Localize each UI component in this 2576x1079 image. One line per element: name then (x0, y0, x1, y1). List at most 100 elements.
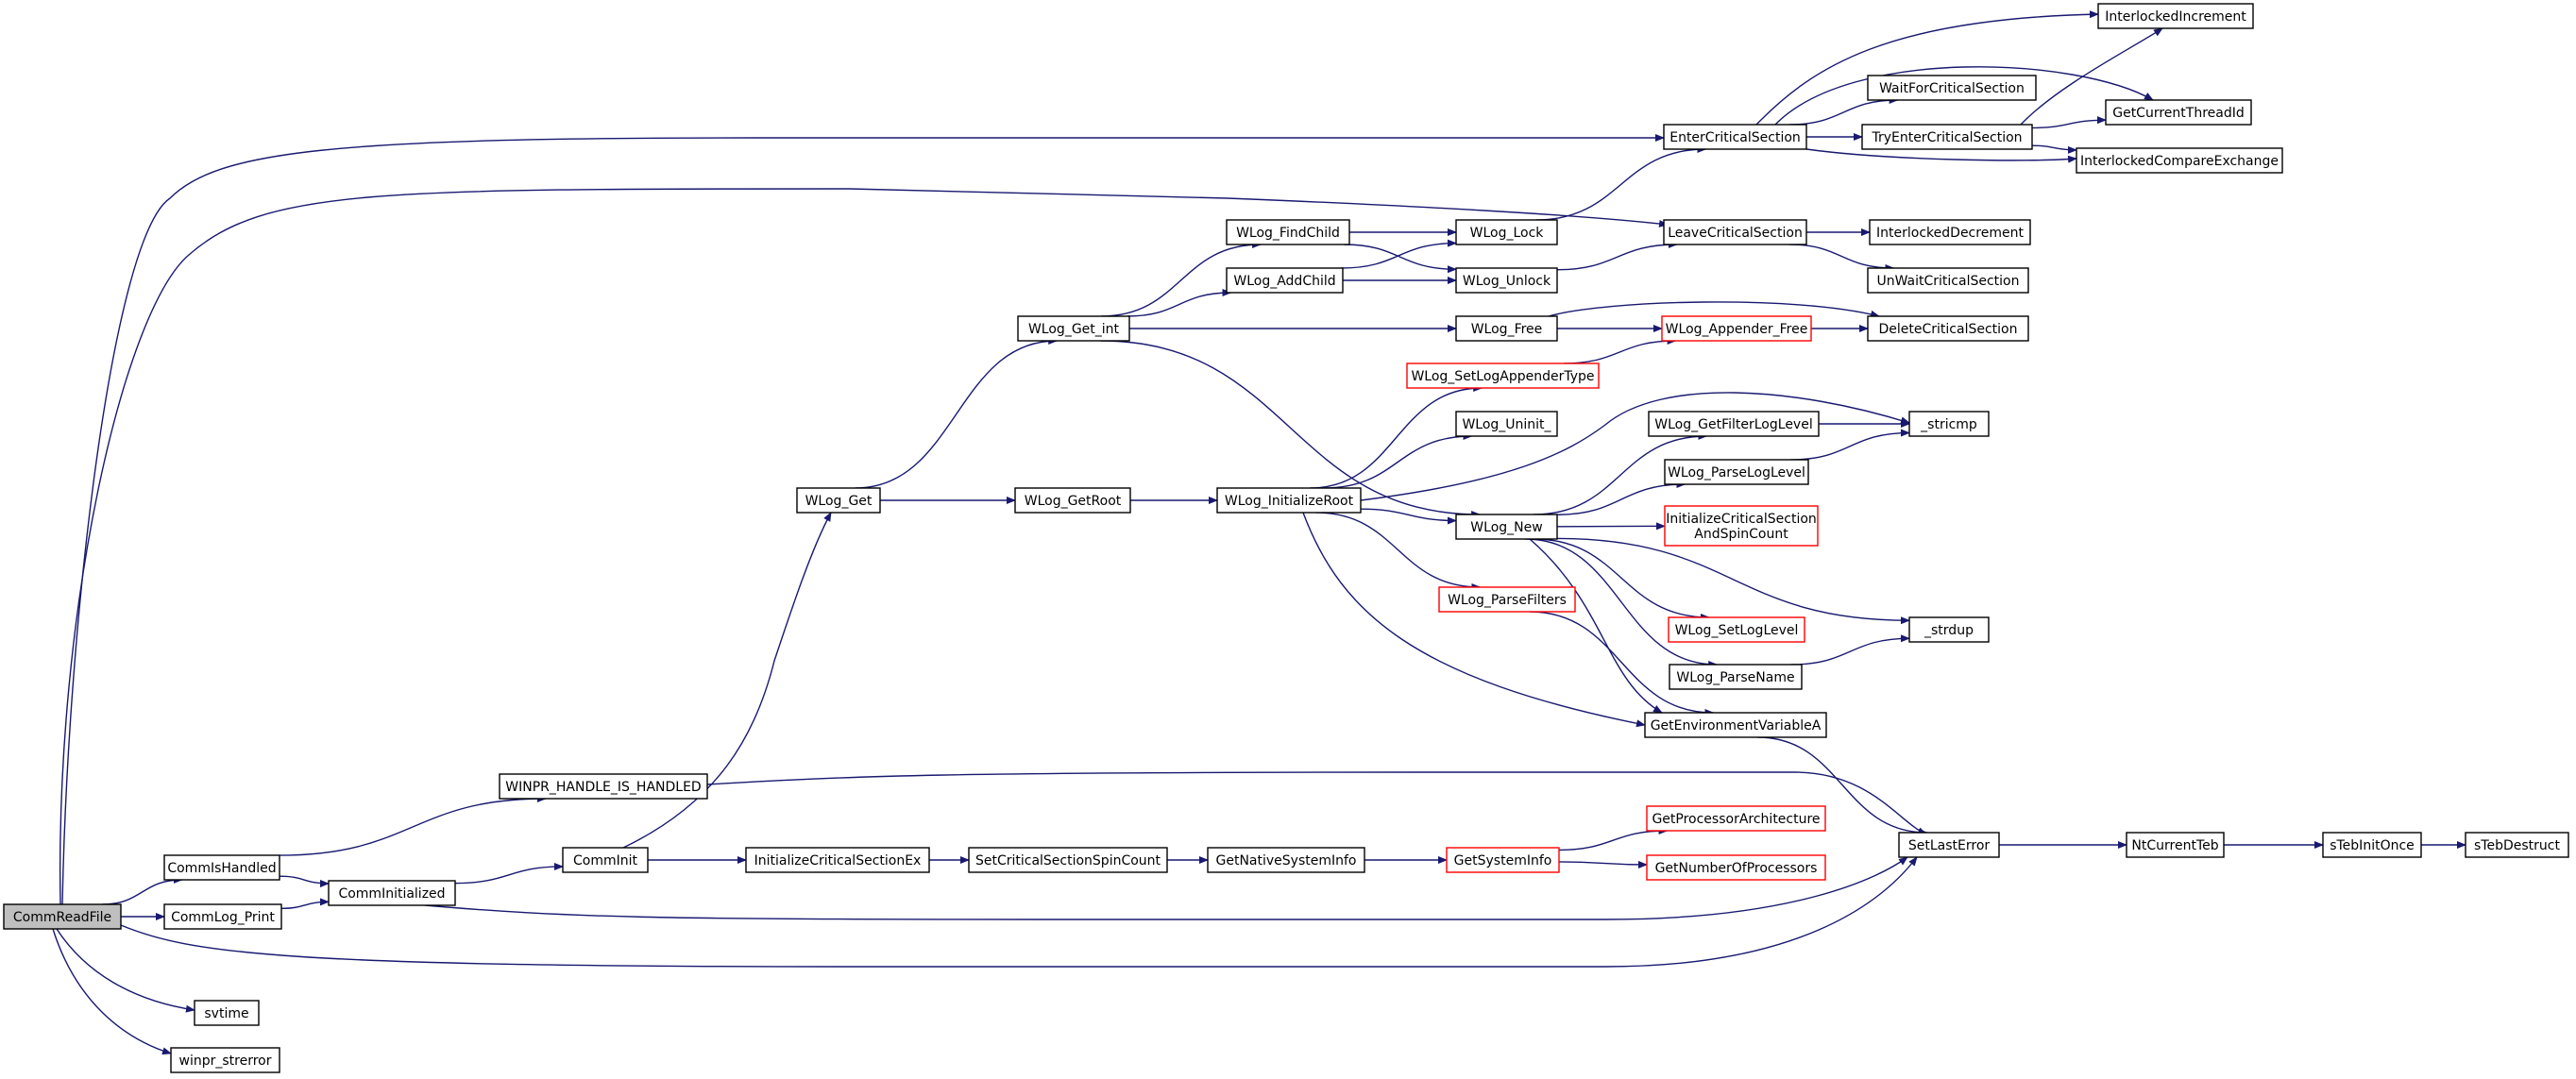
node-setcriticalsectionspincount[interactable]: SetCriticalSectionSpinCount (968, 847, 1168, 873)
node-strdup[interactable]: _strdup (1908, 616, 1990, 643)
node-unwaitcriticalsection[interactable]: UnWaitCriticalSection (1867, 267, 2029, 294)
node-wlog-initializeroot[interactable]: WLog_InitializeRoot (1216, 487, 1362, 514)
node-box (562, 847, 649, 873)
node-wlog-new[interactable]: WLog_New (1455, 514, 1558, 540)
node-leavecriticalsection[interactable]: LeaveCriticalSection (1663, 219, 1807, 245)
node-box (1867, 267, 2029, 294)
node-box (1664, 459, 1809, 485)
node-label: WLog_Free (1471, 322, 1543, 337)
node-stebdestruct[interactable]: sTebDestruct (2465, 832, 2569, 858)
node-box (1867, 315, 2029, 342)
node-initializecriticalsectionex[interactable]: InitializeCriticalSectionEx (745, 847, 930, 873)
edge-WLog_Lock-to-EnterCriticalSection (1535, 145, 1707, 221)
node-label: AndSpinCount (1694, 527, 1788, 542)
node-label: GetEnvironmentVariableA (1651, 718, 1822, 733)
node-label: UnWaitCriticalSection (1876, 274, 2019, 289)
node-commreadfile[interactable]: CommReadFile (3, 903, 122, 930)
edge-WLog_InitializeRoot-to-WLog_Uninit_ (1323, 432, 1473, 489)
edge-WLog_New-to-WLog_ParseLogLevel (1556, 480, 1686, 515)
node-label: WLog_SetLogAppenderType (1411, 369, 1594, 384)
node-wlog-uninit[interactable]: WLog_Uninit_ (1455, 411, 1558, 437)
node-interlockeddecrement[interactable]: InterlockedDecrement (1869, 219, 2031, 245)
node-winpr-strerror[interactable]: winpr_strerror (170, 1047, 280, 1073)
node-label: _strdup (1924, 623, 1974, 638)
node-label: CommIsHandled (167, 861, 276, 876)
edge-WLog_SetLogAppenderType-to-WLog_Appender_Free (1563, 337, 1677, 364)
node-wlog-setlogappendertype[interactable]: WLog_SetLogAppenderType (1406, 362, 1600, 389)
node-label: WLog_GetRoot (1025, 494, 1122, 509)
node-box (1455, 315, 1558, 342)
edge-WLog_Get_int-to-WLog_AddChild (1127, 289, 1232, 317)
node-tryentercriticalsection[interactable]: TryEnterCriticalSection (1861, 124, 2033, 150)
node-wlog-parseloglevel[interactable]: WLog_ParseLogLevel (1664, 459, 1809, 485)
node-wlog-get-int[interactable]: WLog_Get_int (1017, 315, 1130, 342)
node-wlog-parsefilters[interactable]: WLog_ParseFilters (1438, 586, 1576, 613)
node-wlog-lock[interactable]: WLog_Lock (1455, 219, 1558, 245)
node-comminit[interactable]: CommInit (562, 847, 649, 873)
node-label: InitializeCriticalSection (1666, 512, 1817, 527)
node-getenvironmentvariablea[interactable]: GetEnvironmentVariableA (1644, 712, 1827, 738)
node-wlog-get[interactable]: WLog_Get (796, 487, 881, 514)
edge-WLog_FindChild-to-WLog_Unlock (1344, 244, 1457, 274)
node-label: WLog_ParseName (1676, 670, 1794, 685)
node-commishandled[interactable]: CommIsHandled (163, 854, 280, 881)
node-wlog-getfilterloglevel[interactable]: WLog_GetFilterLogLevel (1648, 411, 1820, 437)
node-getnumberofprocessors[interactable]: GetNumberOfProcessors (1646, 854, 1826, 881)
node-deletecriticalsection[interactable]: DeleteCriticalSection (1867, 315, 2029, 342)
node-box (1455, 411, 1558, 437)
node-label: CommInitialized (338, 886, 445, 902)
node-box (328, 880, 456, 906)
edge-CommReadFile-to-winpr_strerror (52, 928, 172, 1055)
node-wlog-getroot[interactable]: WLog_GetRoot (1014, 487, 1131, 514)
node-label: InterlockedCompareExchange (2080, 154, 2279, 169)
edge-WLog_InitializeRoot-to-WLog_SetLogAppenderType (1310, 384, 1483, 489)
edge-WLog_ParseName-to-_strdup (1790, 634, 1910, 666)
edge-WLog_AddChild-to-WLog_Lock (1341, 239, 1457, 269)
node-getcurrentthreadid[interactable]: GetCurrentThreadId (2105, 99, 2252, 126)
node-comminitialized[interactable]: CommInitialized (328, 880, 456, 906)
edge-WLog_New-to-WLog_GetFilterLogLevel (1534, 432, 1708, 515)
node-label: CommLog_Print (171, 910, 275, 925)
edge-WLog_New-to-WLog_SetLogLevel (1534, 538, 1710, 621)
edge-CommInit-to-WLog_Get (622, 512, 832, 849)
node-label: WLog_Appender_Free (1666, 322, 1808, 337)
node-wlog-free[interactable]: WLog_Free (1455, 315, 1558, 342)
node-label: WLog_Unlock (1463, 274, 1551, 289)
node-box (1438, 586, 1576, 613)
node-wlog-unlock[interactable]: WLog_Unlock (1455, 267, 1558, 294)
node-wlog-appender-free[interactable]: WLog_Appender_Free (1661, 315, 1812, 342)
node-box (1406, 362, 1600, 389)
node-interlockedincrement[interactable]: InterlockedIncrement (2097, 3, 2254, 29)
node-label: svtime (204, 1006, 248, 1021)
node-getnativesysteminfo[interactable]: GetNativeSystemInfo (1207, 847, 1365, 873)
node-box (1455, 514, 1558, 540)
node-wlog-findchild[interactable]: WLog_FindChild (1226, 219, 1350, 245)
node-stebinitonce[interactable]: sTebInitOnce (2322, 832, 2422, 858)
node-box (1661, 315, 1812, 342)
edge-WLog_New-to-WLog_ParseName (1525, 538, 1719, 668)
node-wlog-setloglevel[interactable]: WLog_SetLogLevel (1668, 616, 1805, 643)
node-stricmp[interactable]: _stricmp (1908, 411, 1990, 437)
node-entercriticalsection[interactable]: EnterCriticalSection (1663, 124, 1807, 150)
node-interlockedcompareexchange[interactable]: InterlockedCompareExchange (2076, 147, 2283, 174)
node-commlog-print[interactable]: CommLog_Print (163, 903, 282, 930)
node-wlog-addchild[interactable]: WLog_AddChild (1226, 267, 1344, 294)
node-box (1226, 219, 1350, 245)
node-ntcurrentteb[interactable]: NtCurrentTeb (2126, 832, 2225, 858)
node-wlog-parsename[interactable]: WLog_ParseName (1669, 664, 1803, 690)
node-svtime[interactable]: svtime (194, 1000, 260, 1026)
node-winpr-handle-is-handled[interactable]: WINPR_HANDLE_IS_HANDLED (499, 773, 708, 800)
node-getprocessorarchitecture[interactable]: GetProcessorArchitecture (1646, 805, 1826, 832)
node-setlasterror[interactable]: SetLastError (1898, 832, 2000, 858)
node-box (1017, 315, 1130, 342)
node-label: sTebDestruct (2474, 838, 2560, 853)
node-label: WLog_Uninit_ (1462, 417, 1551, 432)
edge-TryEnterCriticalSection-to-InterlockedIncrement (2020, 27, 2163, 126)
edge-EnterCriticalSection-to-GetCurrentThreadId (1774, 66, 2154, 126)
node-label: WLog_InitializeRoot (1225, 494, 1354, 509)
node-getsysteminfo[interactable]: GetSystemInfo (1446, 847, 1560, 873)
edge-CommReadFile-to-CommIsHandled (102, 876, 183, 905)
node-waitforcriticalsection[interactable]: WaitForCriticalSection (1867, 75, 2037, 101)
node-label: WLog_Lock (1470, 226, 1545, 241)
